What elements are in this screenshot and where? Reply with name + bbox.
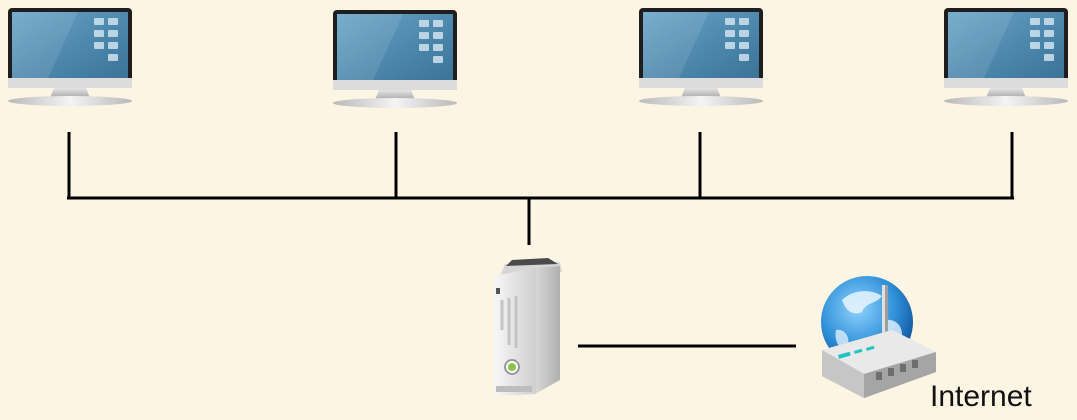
monitor-2-icon xyxy=(333,10,457,108)
internet-label: Internet xyxy=(930,380,1032,413)
monitor-4-icon xyxy=(944,8,1068,106)
monitor-1-icon xyxy=(8,8,132,106)
network-bus xyxy=(67,132,1014,348)
server-console-icon xyxy=(494,258,562,396)
monitor-3-icon xyxy=(639,8,763,106)
wireless-router-globe-icon xyxy=(821,276,936,398)
